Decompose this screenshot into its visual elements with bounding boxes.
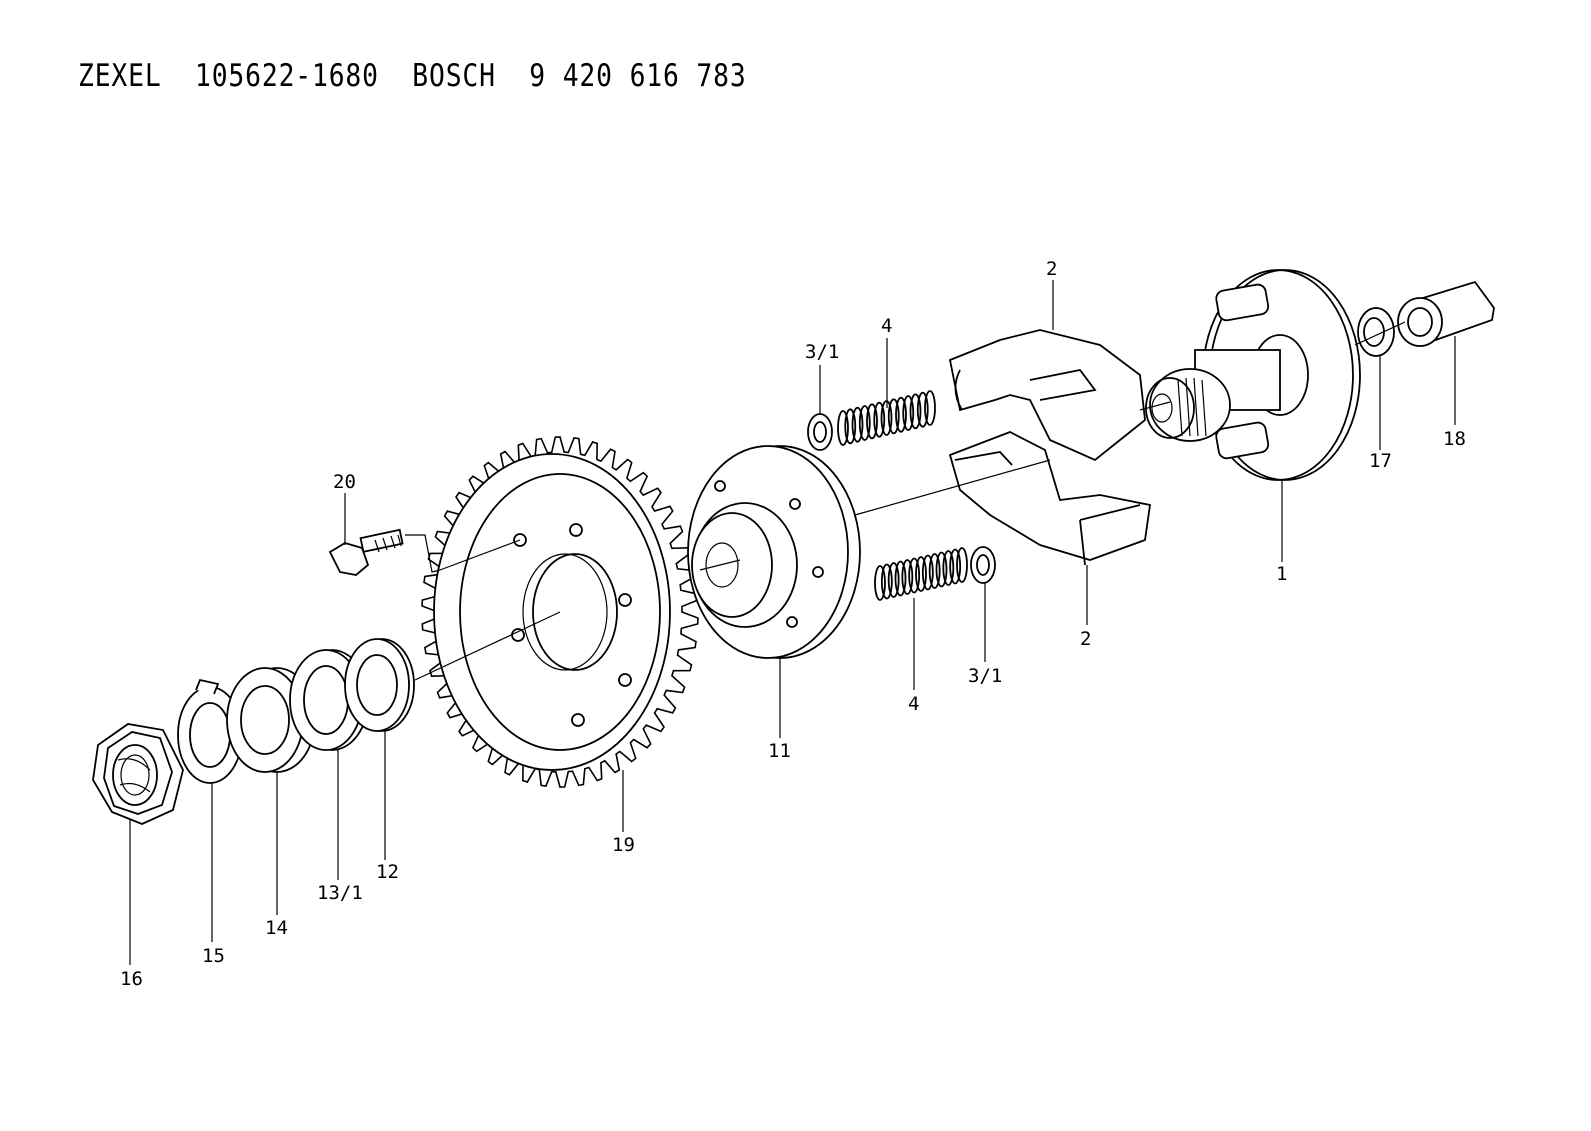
callout-1: 1 [1276, 563, 1287, 585]
callout-15: 15 [202, 945, 225, 967]
part-2-flyweight-upper [948, 329, 1146, 462]
part-3-washer-lower [970, 546, 996, 584]
callout-17: 17 [1369, 450, 1392, 472]
part-2-flyweight-lower [948, 431, 1152, 566]
callout-2-lower: 2 [1080, 628, 1091, 650]
part-11-hub-flange [687, 445, 861, 659]
callout-14: 14 [265, 917, 288, 939]
part-12-washer [344, 638, 415, 732]
callout-19: 19 [612, 834, 635, 856]
part-3-washer-upper [807, 413, 833, 451]
callout-13: 13/1 [317, 882, 363, 904]
axis-lines [405, 321, 1406, 681]
callout-16: 16 [120, 968, 143, 990]
callout-11: 11 [768, 740, 791, 762]
leader-lines [129, 280, 1456, 965]
callout-4-upper: 4 [881, 315, 892, 337]
part-20-bolt [328, 528, 404, 576]
part-18-sleeve [1397, 280, 1495, 347]
part-1-drive-flange [1145, 269, 1361, 481]
callout-18: 18 [1443, 428, 1466, 450]
part-15-lock-washer [177, 678, 243, 784]
callout-4-lower: 4 [908, 693, 919, 715]
callout-labels: 16 15 14 13/1 12 19 20 11 3/1 4 2 2 4 3/… [120, 258, 1466, 990]
callout-3-lower: 3/1 [968, 665, 1002, 687]
part-4-spring-upper [837, 390, 936, 446]
part-4-spring-lower [874, 547, 968, 601]
part-17-washer [1357, 307, 1395, 357]
callout-12: 12 [376, 861, 399, 883]
callout-20: 20 [333, 471, 356, 493]
callout-3-upper: 3/1 [805, 341, 839, 363]
part-16-hex-nut [92, 723, 184, 825]
callout-2-upper: 2 [1046, 258, 1057, 280]
page-title: ZEXEL 105622-1680 BOSCH 9 420 616 783 [78, 58, 747, 94]
